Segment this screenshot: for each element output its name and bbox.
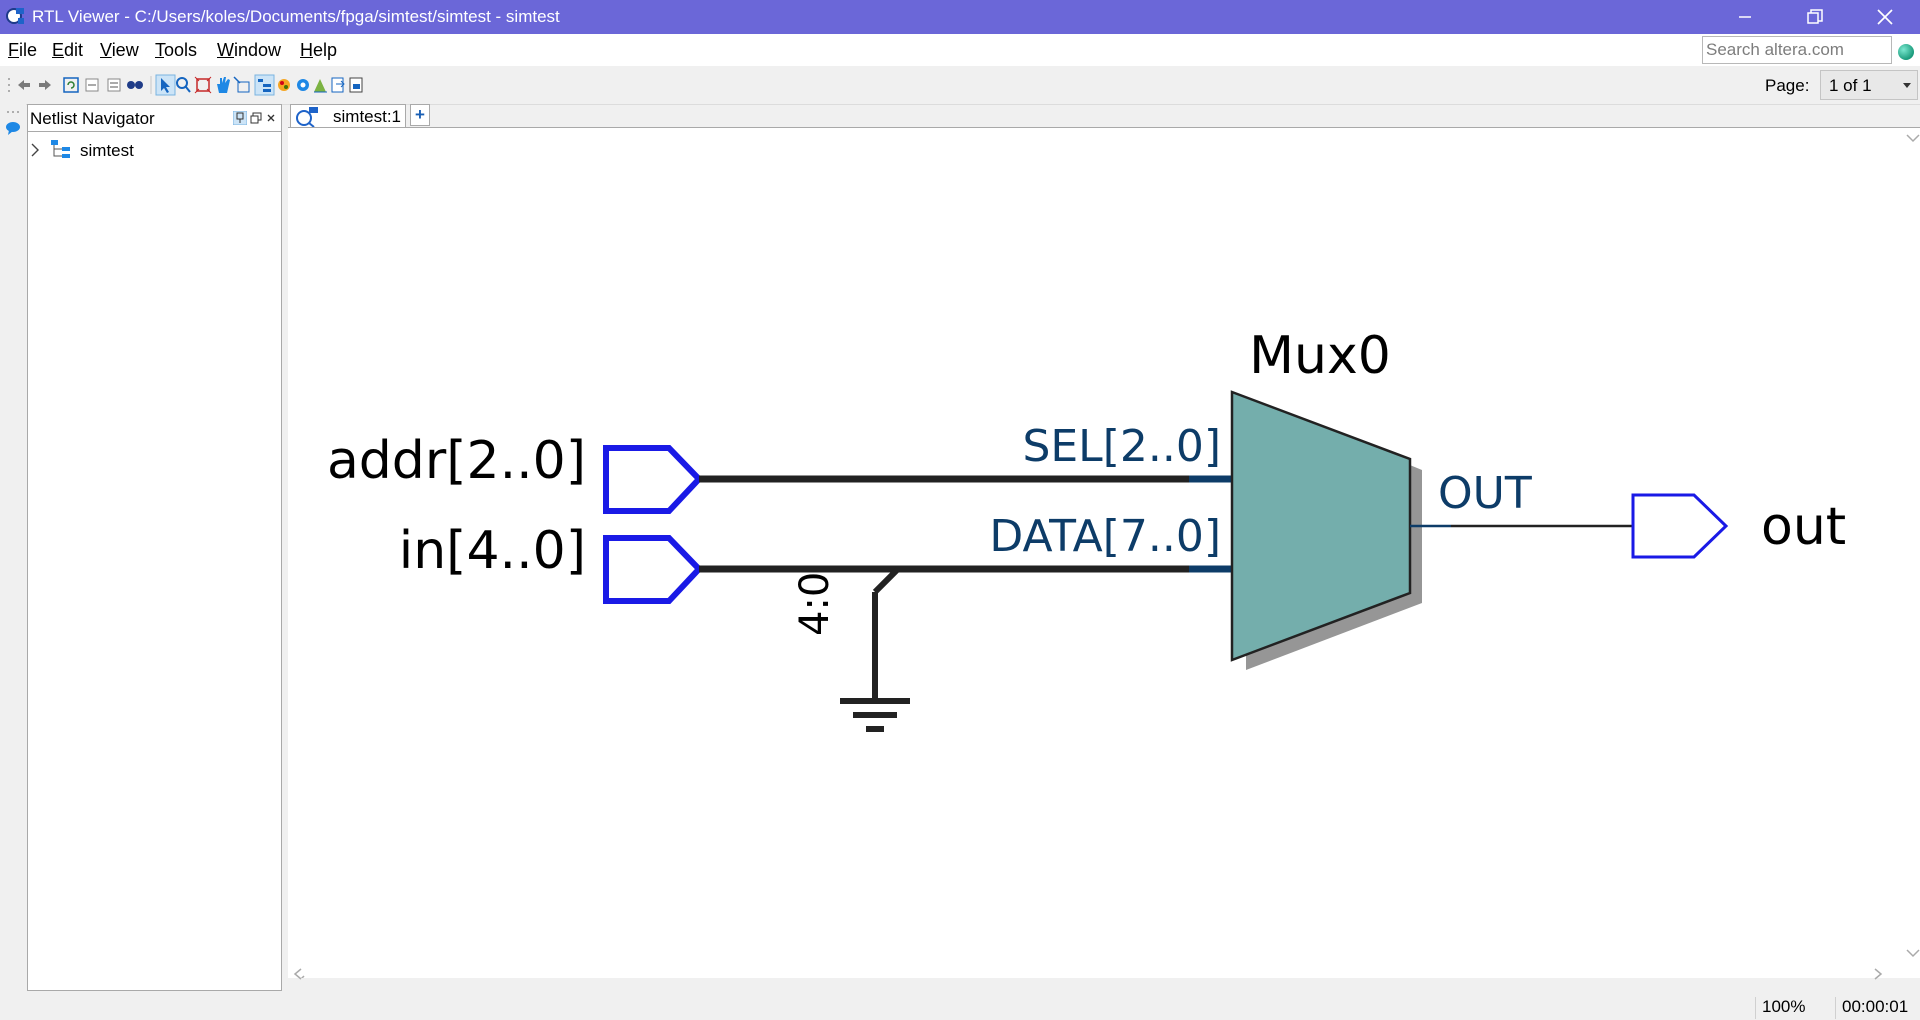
menu-bar: File Edit View Tools Window Help bbox=[0, 34, 1920, 66]
title-bar: RTL Viewer - C:/Users/koles/Documents/fp… bbox=[0, 0, 1920, 34]
close-button[interactable] bbox=[1850, 0, 1920, 34]
back-icon[interactable] bbox=[18, 80, 30, 90]
select-icon[interactable] bbox=[155, 74, 176, 96]
output-pin-out[interactable] bbox=[1631, 493, 1729, 559]
input-pin-in[interactable] bbox=[603, 535, 704, 604]
globe-icon[interactable] bbox=[1898, 44, 1914, 60]
left-dock-strip bbox=[0, 104, 26, 994]
dock-grip-icon bbox=[7, 111, 19, 113]
tree-item-label: simtest bbox=[80, 141, 134, 160]
menu-edit[interactable]: Edit bbox=[52, 40, 84, 60]
menu-tools[interactable]: Tools bbox=[155, 40, 198, 60]
find-icon[interactable] bbox=[127, 81, 143, 89]
mux-port-data: DATA[7..0] bbox=[989, 511, 1221, 562]
close-panel-icon[interactable] bbox=[266, 113, 276, 123]
tree-item-simtest[interactable]: simtest bbox=[28, 139, 278, 161]
menu-view[interactable]: View bbox=[100, 40, 139, 60]
mux-port-sel: SEL[2..0] bbox=[1022, 421, 1221, 472]
bus-split-label: 4:0 bbox=[792, 572, 838, 636]
chevron-down-icon bbox=[1903, 83, 1911, 88]
status-time: 00:00:01 bbox=[1835, 997, 1908, 1019]
page-label: Page: bbox=[1765, 76, 1810, 95]
mux-port-out: OUT bbox=[1438, 468, 1532, 519]
print-icon[interactable] bbox=[349, 77, 363, 93]
region-icon[interactable] bbox=[233, 76, 250, 93]
minimize-button[interactable] bbox=[1710, 0, 1780, 34]
bus-ripper bbox=[872, 566, 901, 595]
plus-icon: + bbox=[415, 105, 425, 124]
toolbar-grip-icon bbox=[8, 78, 10, 92]
menu-file[interactable]: File bbox=[8, 40, 38, 60]
scroll-left-icon-bottom[interactable] bbox=[292, 968, 304, 980]
close-icon bbox=[1877, 9, 1893, 25]
chat-bubble-icon[interactable] bbox=[5, 120, 21, 136]
collapse-icon[interactable] bbox=[85, 78, 99, 92]
status-zoom: 100% bbox=[1755, 997, 1805, 1019]
pin-icon[interactable] bbox=[233, 111, 247, 125]
output-pin-label-out: out bbox=[1761, 497, 1846, 557]
toolbar-icons bbox=[18, 74, 363, 96]
scroll-up-icon[interactable] bbox=[1906, 134, 1920, 143]
page-select[interactable]: 1 of 1 bbox=[1820, 70, 1918, 100]
hierarchy-icon[interactable] bbox=[254, 74, 275, 96]
input-pin-label-addr: addr[2..0] bbox=[327, 431, 586, 491]
minimize-icon bbox=[1739, 16, 1751, 18]
input-pin-label-in: in[4..0] bbox=[399, 521, 586, 581]
refresh-icon[interactable] bbox=[63, 77, 79, 93]
menu-window[interactable]: Window bbox=[217, 40, 282, 60]
rtl-viewer-tab-icon bbox=[296, 107, 318, 127]
status-bar: 100% 00:00:01 bbox=[0, 994, 1920, 1020]
scroll-right-icon[interactable] bbox=[1872, 968, 1884, 980]
rtl-viewer-app-icon bbox=[6, 8, 24, 24]
window-title: RTL Viewer - C:/Users/koles/Documents/fp… bbox=[32, 7, 560, 26]
mux-name: Mux0 bbox=[1249, 326, 1391, 386]
settings-icon[interactable] bbox=[297, 79, 309, 91]
tab-strip: simtest:1 + bbox=[284, 104, 1920, 128]
navigator-header: Netlist Navigator bbox=[28, 105, 281, 132]
navigator-title: Netlist Navigator bbox=[30, 109, 155, 128]
mux-body[interactable] bbox=[1230, 390, 1412, 662]
expand-icon[interactable] bbox=[107, 78, 121, 92]
add-tab-button[interactable]: + bbox=[410, 104, 430, 126]
input-pin-addr[interactable] bbox=[603, 445, 704, 514]
restore-icon bbox=[1807, 9, 1823, 24]
chevron-right-icon[interactable] bbox=[30, 143, 40, 157]
color-icon[interactable] bbox=[278, 79, 290, 91]
scroll-down-icon[interactable] bbox=[1906, 949, 1920, 958]
fit-icon[interactable] bbox=[194, 76, 212, 94]
search-input[interactable]: Search altera.com bbox=[1702, 36, 1892, 64]
export-icon[interactable] bbox=[331, 77, 345, 93]
chart-icon[interactable] bbox=[314, 79, 327, 93]
forward-icon[interactable] bbox=[39, 80, 51, 90]
schematic-canvas[interactable]: addr[2..0] in[4..0] 4:0 Mux0 SEL[2..0] D… bbox=[288, 127, 1920, 978]
hierarchy-tree-icon bbox=[51, 140, 70, 158]
page-select-value: 1 of 1 bbox=[1829, 76, 1872, 95]
zoom-icon[interactable] bbox=[176, 77, 191, 93]
tab-simtest-1[interactable]: simtest:1 bbox=[290, 104, 406, 128]
float-icon[interactable] bbox=[250, 112, 262, 124]
menu-help[interactable]: Help bbox=[300, 40, 338, 60]
tab-label: simtest:1 bbox=[333, 107, 402, 126]
netlist-navigator-panel: Netlist Navigator simtest bbox=[27, 104, 282, 991]
restore-button[interactable] bbox=[1780, 0, 1850, 34]
schematic-diagram[interactable]: addr[2..0] in[4..0] 4:0 Mux0 SEL[2..0] D… bbox=[288, 128, 1920, 978]
hand-icon[interactable] bbox=[217, 77, 230, 93]
